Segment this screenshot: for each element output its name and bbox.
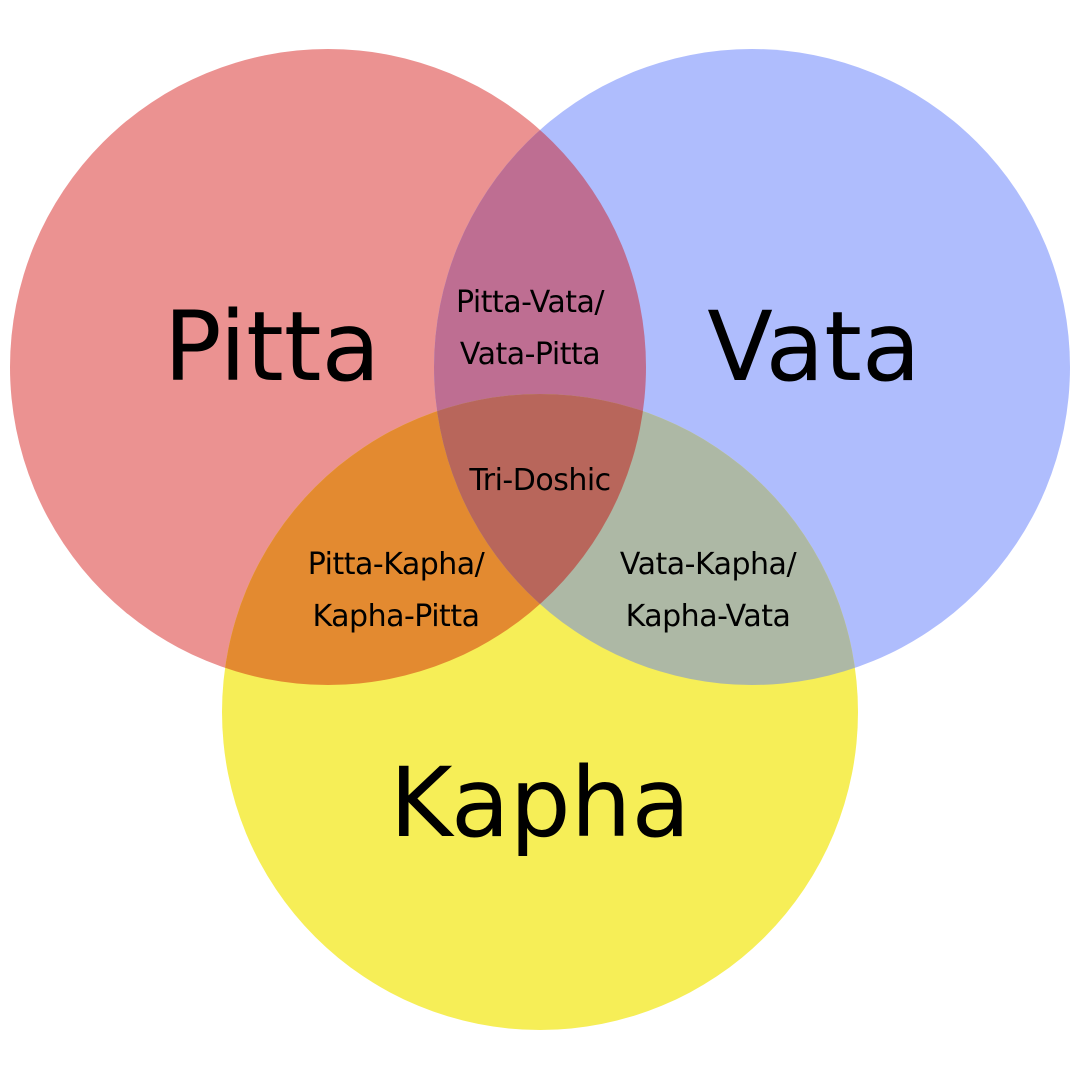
vata-kapha-overlap bbox=[434, 394, 858, 685]
pitta-vata-label-line2: Vata-Pitta bbox=[460, 337, 600, 372]
pitta-kapha-label-line1: Pitta-Kapha/ bbox=[308, 547, 486, 582]
kapha-label: Kapha bbox=[390, 747, 691, 859]
vata-label: Vata bbox=[707, 291, 921, 403]
tri-doshic-label: Tri-Doshic bbox=[468, 463, 610, 498]
pitta-label: Pitta bbox=[164, 291, 381, 403]
pitta-vata-label-line1: Pitta-Vata/ bbox=[456, 285, 605, 320]
vata-kapha-label-line2: Kapha-Vata bbox=[626, 599, 791, 634]
vata-kapha-label-line1: Vata-Kapha/ bbox=[620, 547, 798, 582]
pitta-kapha-overlap bbox=[222, 394, 646, 685]
pitta-kapha-label-line2: Kapha-Pitta bbox=[313, 599, 480, 634]
